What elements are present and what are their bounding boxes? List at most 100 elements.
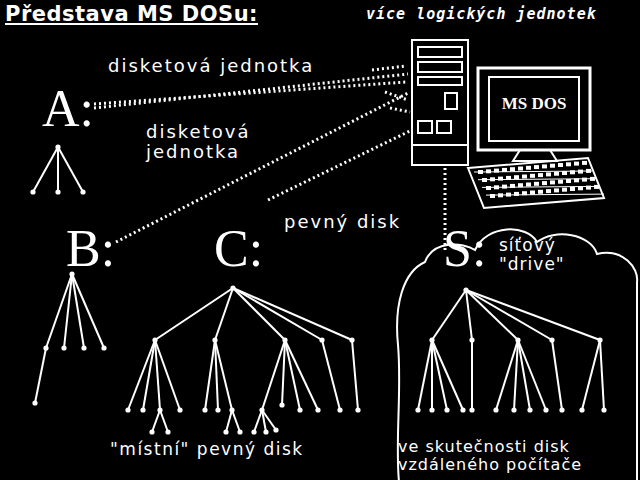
stroke <box>578 186 583 190</box>
stroke <box>432 340 463 410</box>
stroke <box>538 173 543 177</box>
stroke <box>215 288 233 340</box>
drive-caption: pevný disk <box>284 212 401 232</box>
stroke <box>415 407 420 412</box>
stroke <box>466 290 472 340</box>
stroke <box>215 407 220 412</box>
stroke <box>546 172 551 176</box>
stroke <box>486 186 491 190</box>
stroke <box>494 169 499 173</box>
stroke <box>518 340 530 410</box>
stroke <box>510 184 515 188</box>
stroke <box>552 340 562 410</box>
heading-note: více logických jednotek <box>366 6 597 23</box>
stroke <box>478 170 483 174</box>
stroke <box>494 185 499 189</box>
stroke <box>574 178 579 182</box>
stroke <box>542 164 547 168</box>
stroke <box>322 340 340 410</box>
stroke <box>444 407 449 412</box>
stroke <box>466 290 552 340</box>
stroke <box>285 340 300 410</box>
stroke <box>128 340 155 410</box>
stroke <box>574 162 579 166</box>
stroke <box>143 340 155 410</box>
computer: MS DOS <box>405 35 595 170</box>
stroke <box>578 170 583 174</box>
stroke <box>57 147 59 192</box>
stroke <box>337 407 342 412</box>
stroke <box>590 177 595 181</box>
stroke <box>262 340 285 410</box>
note: ve skutečnosti disk vzdáleného počítače <box>398 438 636 473</box>
stroke <box>554 172 559 176</box>
stroke <box>594 185 599 189</box>
stroke <box>81 345 86 350</box>
title: Představa MS DOSu: <box>5 3 258 26</box>
keyboard <box>468 158 604 208</box>
stroke <box>526 166 531 170</box>
stroke <box>530 174 535 178</box>
stroke <box>582 340 600 410</box>
drive-caption: disketová jednotka <box>108 56 314 76</box>
stroke <box>262 410 276 430</box>
stroke <box>140 407 145 412</box>
stroke <box>205 340 215 410</box>
stroke <box>215 340 232 410</box>
stroke <box>482 178 487 182</box>
stroke <box>490 194 495 198</box>
stroke <box>550 180 555 184</box>
stroke <box>510 167 515 171</box>
stroke <box>506 176 511 180</box>
stroke <box>538 190 543 194</box>
stroke <box>471 340 473 410</box>
stroke <box>506 193 511 197</box>
stroke <box>160 410 168 432</box>
stroke <box>297 407 302 412</box>
stroke <box>55 189 60 194</box>
stroke <box>498 193 503 197</box>
drive-letter: S: <box>443 220 486 277</box>
stroke <box>586 186 591 190</box>
stroke <box>493 407 498 412</box>
stroke <box>486 169 491 173</box>
drive-caption: síťový "drive" <box>499 236 609 273</box>
stroke <box>460 407 465 412</box>
stroke <box>502 185 507 189</box>
stroke <box>562 171 567 175</box>
stroke <box>496 340 518 410</box>
stroke <box>254 410 262 432</box>
directory-trees <box>30 144 606 434</box>
stroke <box>33 147 58 192</box>
stroke <box>233 288 322 340</box>
stroke <box>233 288 352 340</box>
stroke <box>72 274 84 348</box>
stroke <box>58 147 83 192</box>
stroke <box>514 175 519 179</box>
drive-letter: C: <box>214 220 263 277</box>
note: "místní" pevný disk <box>110 440 304 459</box>
stroke <box>498 177 503 181</box>
stroke <box>566 179 571 183</box>
stroke <box>232 410 240 432</box>
network-cloud: S: síťový "drive" ve skutečnosti disk vzdá… <box>395 220 640 480</box>
drive-caption: disketová jednotka <box>146 122 264 162</box>
stroke <box>570 170 575 174</box>
stroke <box>263 429 268 434</box>
stroke <box>177 407 182 412</box>
stroke <box>601 407 606 412</box>
stroke <box>570 187 575 191</box>
stroke <box>579 407 584 412</box>
stroke <box>542 181 547 185</box>
stroke <box>518 183 523 187</box>
stroke <box>586 169 591 173</box>
stroke <box>352 340 358 410</box>
stroke <box>32 400 37 405</box>
stroke <box>165 429 170 434</box>
drive-letter: B: <box>66 220 115 277</box>
stroke <box>546 189 551 193</box>
stroke <box>522 175 527 179</box>
stroke <box>155 288 233 340</box>
stroke <box>152 410 160 432</box>
stroke <box>466 290 600 340</box>
